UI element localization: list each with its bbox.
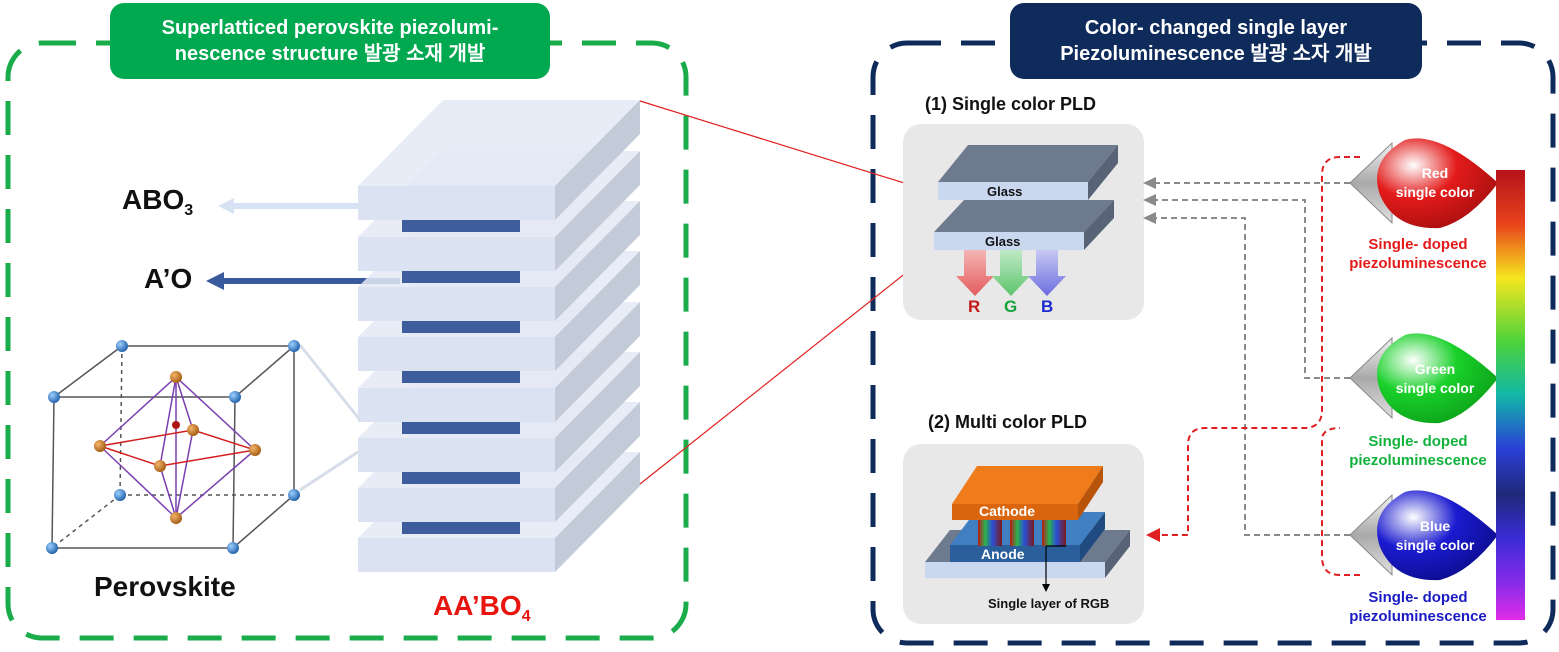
superlattice-stack [358, 100, 640, 572]
blue-drop [1349, 490, 1498, 581]
stack-ao-layer [402, 271, 520, 283]
stack-slab-front [358, 488, 555, 522]
stack-slab-side [555, 100, 640, 220]
stack-ao-layer [402, 321, 520, 333]
stack-slab-side [555, 302, 640, 422]
stack-slab-side [555, 151, 640, 271]
green-single-color-label: Green single color [1395, 361, 1475, 396]
cathode-label: Cathode [979, 503, 1035, 519]
stack-slab-side [555, 201, 640, 321]
stack-slab-side [555, 251, 640, 371]
stack-slab-front [358, 538, 555, 572]
color-spectrum-bar [1496, 170, 1525, 620]
single-pld-title: (1) Single color PLD [925, 94, 1097, 114]
b-label: B [1041, 297, 1054, 316]
stack-slab-side [555, 352, 640, 472]
perovskite-crystal [46, 340, 300, 554]
glass-bottom-label: Glass [985, 234, 1021, 249]
left-panel-title: Superlatticed perovskite piezolumi- nesc… [110, 3, 550, 79]
red-single-color-label: Red single color [1395, 165, 1475, 200]
stack-ao-layer [402, 522, 520, 534]
green-drop [1349, 333, 1498, 424]
single-pld-device [934, 145, 1118, 296]
multi-pld-title: (2) Multi color PLD [928, 412, 1087, 432]
stack-slab-side [555, 452, 640, 572]
stack-ao-layer [402, 422, 520, 434]
stack-slab-front [358, 337, 555, 371]
perovskite-label: Perovskite [94, 571, 236, 602]
stack-ao-layer [402, 220, 520, 232]
stack-slab-front [358, 186, 555, 220]
glass-top-label: Glass [987, 184, 1023, 199]
red-doped-label: Single- doped piezoluminescence [1349, 236, 1487, 272]
abo3-arrow [218, 198, 358, 214]
r-label: R [968, 297, 981, 316]
g-label: G [1004, 297, 1018, 316]
left-panel-border [5, 40, 689, 641]
gray-connector-arrows [1155, 182, 1350, 536]
abo3-label: ABO3 [122, 184, 194, 219]
anode-label: Anode [981, 546, 1025, 562]
stack-slab-front [358, 438, 555, 472]
blue-doped-label: Single- doped piezoluminescence [1349, 589, 1487, 625]
red-connector-arrow [1160, 156, 1360, 576]
ao-label: A’O [144, 263, 193, 294]
right-panel-border [870, 40, 1556, 646]
stack-ao-layer [402, 472, 520, 484]
single-layer-label: Single layer of RGB [988, 596, 1110, 611]
stack-slab-front [358, 287, 555, 321]
stack-slab-top [358, 100, 640, 186]
stack-slab-side [555, 402, 640, 522]
aabo4-label: AA’BO4 [433, 590, 531, 625]
stack-ao-layer [402, 371, 520, 383]
blue-single-color-label: Blue single color [1395, 518, 1475, 553]
multi-pld-device [925, 466, 1130, 592]
right-panel-title: Color- changed single layer Piezolumines… [1010, 3, 1422, 79]
stack-slab-front [358, 237, 555, 271]
stack-slab-front [358, 388, 555, 422]
green-doped-label: Single- doped piezoluminescence [1349, 433, 1487, 469]
red-drop [1349, 138, 1498, 229]
